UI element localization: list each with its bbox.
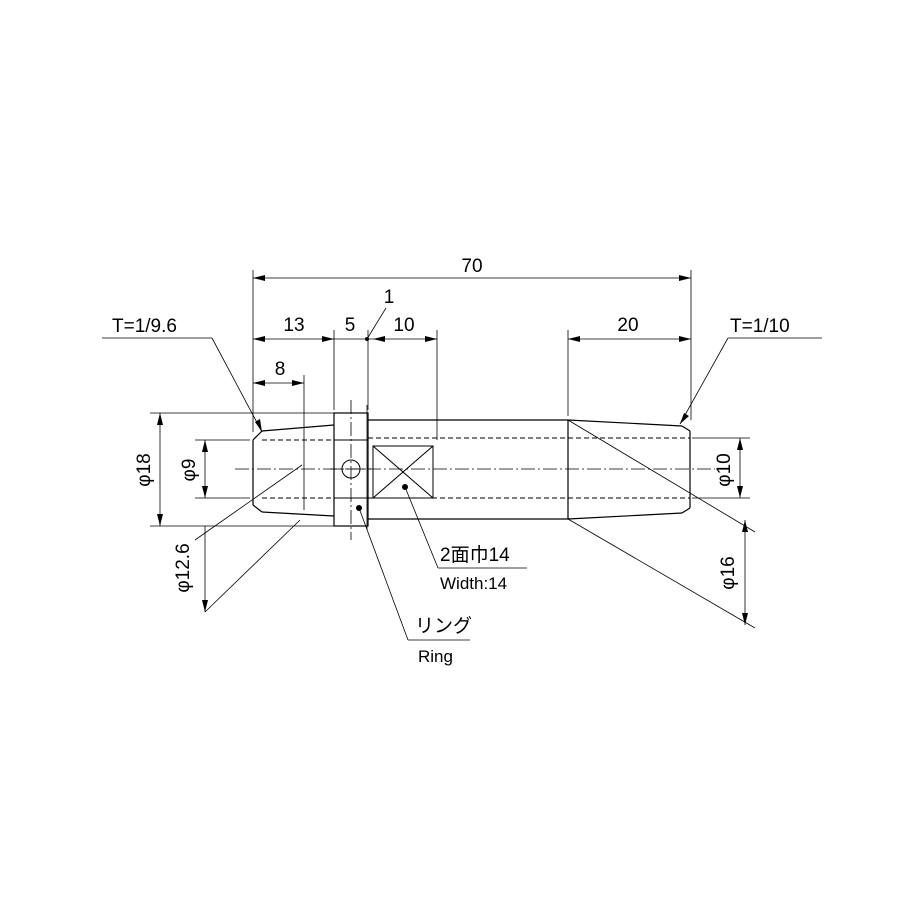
label-dia10: φ10 (714, 453, 735, 486)
taper-left-leader (102, 337, 263, 433)
ring-leader (356, 505, 470, 641)
left-taper-shank (252, 424, 335, 517)
label-dia12-6: φ12.6 (173, 543, 194, 592)
right-taper-shank (567, 419, 691, 520)
label-taper-left: T=1/9.6 (112, 316, 177, 337)
label-dia9: φ9 (179, 459, 200, 482)
extension-lines (252, 270, 692, 510)
label-dia18: φ18 (134, 453, 155, 486)
extension-lines-h (150, 412, 750, 527)
label-dia16: φ16 (718, 556, 739, 589)
label-10: 10 (393, 315, 414, 336)
flats-leader (402, 484, 527, 569)
label-ring-en: Ring (418, 647, 453, 666)
dim-dia9 (202, 440, 208, 498)
main-body (368, 419, 690, 520)
label-ring-jp: リング (415, 615, 472, 637)
label-taper-right: T=1/10 (730, 316, 790, 337)
dim-13 (253, 336, 334, 342)
dim-70 (253, 275, 691, 281)
dim-1-leader (365, 307, 387, 341)
label-13: 13 (283, 315, 304, 336)
ring-collar (330, 400, 372, 540)
dim-20 (568, 336, 691, 342)
dim-10 (368, 336, 437, 342)
wrench-flats (372, 445, 434, 499)
label-5: 5 (345, 315, 356, 336)
label-70: 70 (461, 256, 482, 277)
label-flats-jp: 2面巾14 (440, 544, 510, 566)
label-1: 1 (384, 287, 395, 308)
taper-right-leader (679, 337, 822, 425)
dim-dia10 (737, 438, 743, 498)
dim-dia16 (567, 419, 756, 629)
label-20: 20 (617, 315, 638, 336)
label-8: 8 (275, 359, 286, 380)
label-flats-en: Width:14 (440, 574, 507, 593)
dim-dia18 (157, 413, 163, 526)
dim-8 (253, 380, 304, 386)
dim-dia12-6 (194, 464, 303, 613)
